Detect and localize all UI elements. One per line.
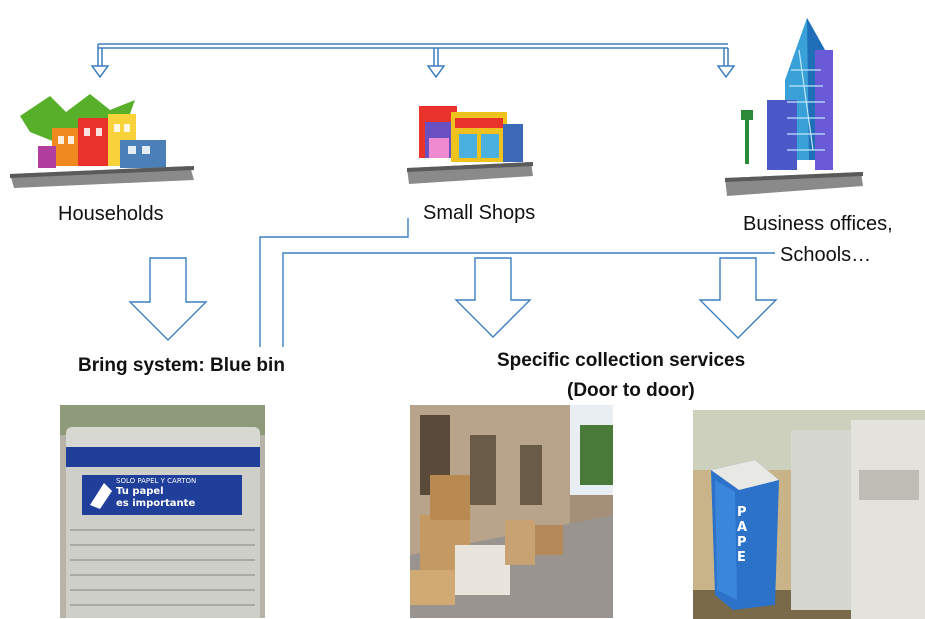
bin-sign-line3: es importante [116,498,196,509]
arrow-to-households-icon [90,65,110,79]
blue-bin-image [60,405,265,618]
households-illustration [10,94,194,188]
blue-bin-photo: SOLO PAPEL Y CARTON Tu papel es importan… [60,405,265,618]
offices-to-bluebin-line [282,252,775,347]
bin-sign-line1: SOLO PAPEL Y CARTON [116,477,197,485]
big-down-arrows [128,257,778,341]
label-small-shops: Small Shops [423,202,536,224]
label-bring-system: Bring system: Blue bin [78,355,285,376]
arrow-to-shops-icon [426,65,446,79]
label-specific-line1: Specific collection services [497,350,746,371]
office-box-text: PAPE [737,505,748,565]
big-arrow-offices-icon [698,257,778,339]
label-households: Households [58,203,164,225]
shops-to-bluebin-line [259,218,409,347]
street-collection-photo [410,405,613,618]
arrow-to-offices-icon [716,65,736,79]
office-collection-image [693,410,925,619]
office-collection-photo: PAPE [693,410,925,619]
offices-illustration [725,18,863,196]
label-offices-line1: Business offices, [743,213,893,235]
shops-illustration [407,106,533,184]
big-arrow-households-icon [128,257,208,341]
small-down-arrows [90,65,736,79]
routing-lines [259,218,775,347]
big-arrow-shops-icon [454,257,532,338]
top-distribution-bar [97,43,729,68]
label-specific-line2: (Door to door) [567,380,695,401]
street-collection-image [410,405,613,618]
bin-sign-line2: Tu papel [116,486,164,497]
label-offices-line2: Schools… [780,244,872,266]
